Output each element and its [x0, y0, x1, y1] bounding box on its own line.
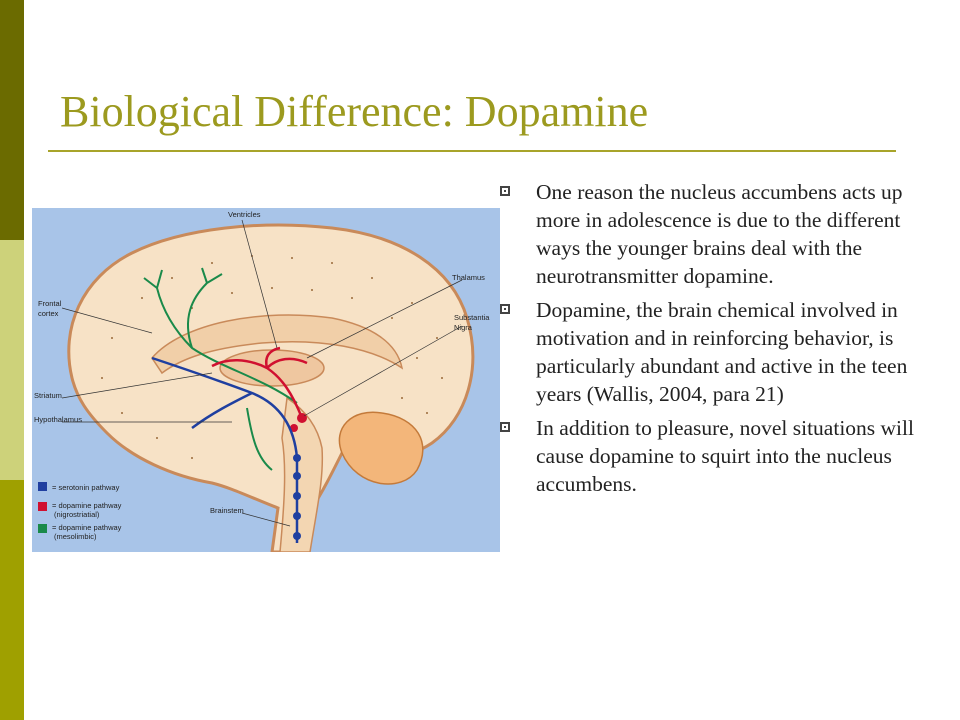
legend-swatch-mesolimbic: [38, 524, 47, 533]
raphe-nuclei: [293, 454, 301, 540]
square-bullet-icon: [500, 422, 510, 432]
legend-text-nigrostriatal: = dopamine pathway: [52, 501, 122, 510]
substantia-nigra-node: [297, 413, 307, 423]
brain-diagram: Ventricles Thalamus Frontal cortex Subst…: [32, 208, 500, 552]
square-bullet-icon: [500, 304, 510, 314]
label-hypothalamus: Hypothalamus: [34, 415, 82, 424]
label-leaders: [61, 219, 463, 527]
bullet-item: One reason the nucleus accumbens acts up…: [496, 178, 916, 290]
accent-bar-middle: [0, 240, 24, 480]
corpus-callosum: [151, 314, 404, 375]
bullet-text: Dopamine, the brain chemical involved in…: [536, 298, 908, 406]
bullet-list: One reason the nucleus accumbens acts up…: [496, 178, 916, 504]
label-thalamus: Thalamus: [452, 273, 485, 282]
label-frontal-cortex-1: Frontal: [38, 299, 62, 308]
legend-text-mesolimbic: = dopamine pathway: [52, 523, 122, 532]
mesolimbic-pathway: [143, 267, 298, 471]
striatum-node: [290, 424, 298, 432]
cerebellum: [338, 411, 424, 485]
legend-sub-mesolimbic: (mesolimbic): [54, 532, 97, 541]
bullet-item: In addition to pleasure, novel situation…: [496, 414, 916, 498]
label-frontal-cortex-2: cortex: [38, 309, 59, 318]
nigrostriatal-pathway: [211, 346, 308, 419]
label-substantia-nigra-1: Substantia: [454, 313, 490, 322]
brain-cortex: [67, 223, 475, 552]
slide-title: Biological Difference: Dopamine: [60, 87, 649, 136]
label-substantia-nigra-2: Nigra: [454, 323, 473, 332]
bullet-text: One reason the nucleus accumbens acts up…: [536, 180, 903, 288]
accent-bar-top: [0, 0, 24, 240]
title-underline: [48, 150, 896, 152]
square-bullet-icon: [500, 186, 510, 196]
brainstem-shape: [279, 396, 324, 552]
label-ventricles: Ventricles: [228, 210, 261, 219]
thalamus-shape: [219, 349, 325, 387]
legend-swatch-serotonin: [38, 482, 47, 491]
serotonin-pathway: [151, 356, 299, 543]
legend-text-serotonin: = serotonin pathway: [52, 483, 120, 492]
label-striatum: Striatum: [34, 391, 62, 400]
label-brainstem: Brainstem: [210, 506, 244, 515]
legend-swatch-nigrostriatal: [38, 502, 47, 511]
legend-sub-nigrostriatal: (nigrostriatial): [54, 510, 100, 519]
accent-bar-bottom: [0, 480, 24, 720]
bullet-text: In addition to pleasure, novel situation…: [536, 416, 914, 496]
bullet-item: Dopamine, the brain chemical involved in…: [496, 296, 916, 408]
figure-legend: = serotonin pathway = dopamine pathway (…: [38, 482, 122, 541]
